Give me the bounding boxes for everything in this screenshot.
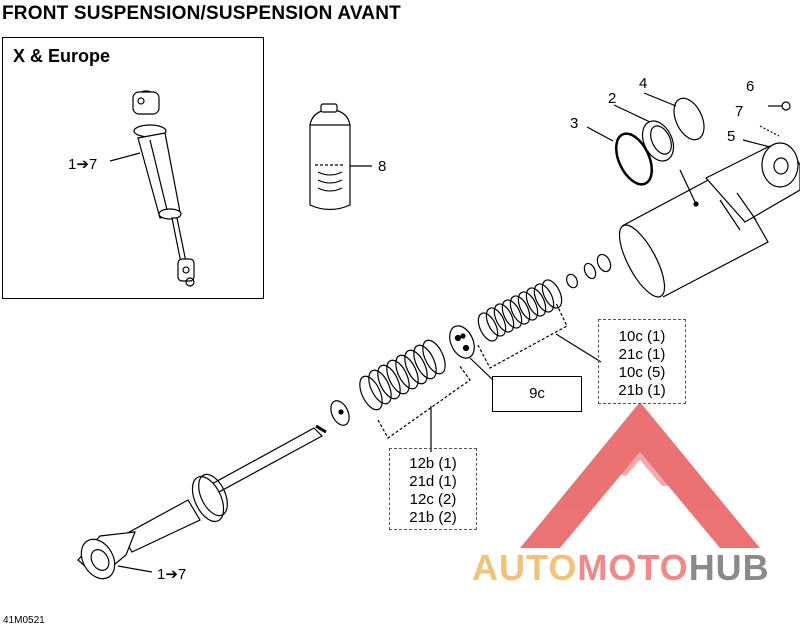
upper-group-line: 10c (5) xyxy=(618,364,666,381)
callout-4: 4 xyxy=(639,75,648,92)
washer xyxy=(330,400,350,426)
spray-can xyxy=(309,103,372,211)
lower-group-line: 12b (1) xyxy=(409,455,457,472)
watermark-part2: MOTO xyxy=(577,547,689,588)
lower-group-line: 21b (2) xyxy=(409,509,457,526)
watermark-logo xyxy=(520,402,760,548)
seal-parts xyxy=(586,92,791,186)
callout-5: 5 xyxy=(727,128,736,145)
inset-shock-absorber xyxy=(109,90,195,287)
small-washers xyxy=(565,253,612,289)
part-9c-box: 9c xyxy=(492,376,582,412)
watermark-part3: HUB xyxy=(688,547,770,588)
piston xyxy=(449,325,494,381)
lower-shim-stack xyxy=(359,339,471,452)
callout-8: 8 xyxy=(378,158,387,175)
shock-body xyxy=(618,142,800,298)
lower-group-box: 12b (1) 21d (1) 12c (2) 21b (2) xyxy=(389,448,477,530)
page-title: FRONT SUSPENSION/SUSPENSION AVANT xyxy=(2,3,401,24)
inset-callout: 1➔7 xyxy=(68,156,98,173)
callout-7: 7 xyxy=(735,103,744,120)
upper-group-line: 21c (1) xyxy=(618,346,666,363)
callout-shock-assembly: 1➔7 xyxy=(157,566,187,583)
callout-3: 3 xyxy=(570,115,579,132)
watermark-part1: AUTO xyxy=(472,547,578,588)
upper-group-line: 21b (1) xyxy=(618,382,666,399)
upper-group-line: 10c (1) xyxy=(618,328,666,345)
lower-group-line: 12c (2) xyxy=(409,491,457,508)
variant-inset: X & Europe xyxy=(2,37,264,299)
piston-rod xyxy=(77,424,327,580)
watermark-text: AUTOMOTOHUB xyxy=(472,547,770,589)
callout-2: 2 xyxy=(608,90,617,107)
lower-group-line: 21d (1) xyxy=(409,473,457,490)
drawing-code: 41M0521 xyxy=(3,615,45,626)
callout-6: 6 xyxy=(746,78,755,95)
upper-group-box: 10c (1) 21c (1) 10c (5) 21b (1) xyxy=(598,319,686,404)
inset-title: X & Europe xyxy=(13,46,111,66)
upper-shim-stack xyxy=(477,279,602,369)
